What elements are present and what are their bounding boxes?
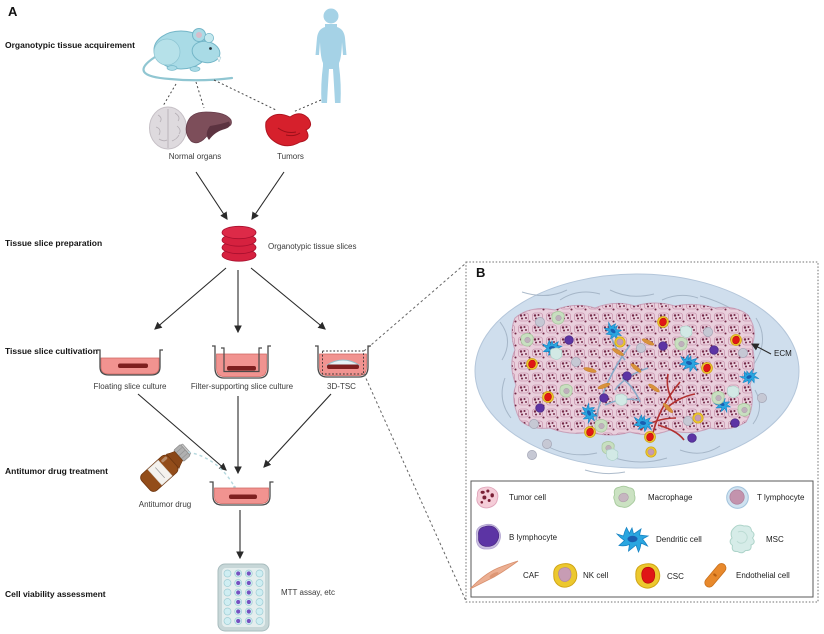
brain-icon: [149, 106, 187, 150]
callout-dotted-lines: [363, 262, 467, 602]
3d-tsc-label: 3D-TSC: [327, 382, 356, 391]
legend-label-dendritic-cell: Dendritic cell: [656, 534, 702, 544]
legend-label-nk-cell: NK cell: [583, 571, 609, 580]
liver-icon: [185, 111, 232, 144]
tumor-cell-icon: [476, 486, 499, 509]
legend-item-t-lymphocyte: T lymphocyte: [724, 484, 804, 511]
mouse-icon: [142, 28, 234, 82]
legend-item-endothelial-cell: Endothelial cell: [700, 560, 790, 591]
normal-organs-label: Normal organs: [168, 152, 222, 161]
legend-item-caf: CAF: [468, 560, 539, 591]
acquirement-dotted-lines: [162, 79, 322, 113]
tumor-icon: [265, 113, 312, 147]
caf-icon: [469, 560, 519, 590]
tsc-ellipse-illustration: [474, 273, 800, 475]
stage-label-preparation: Tissue slice preparation: [5, 238, 103, 248]
dendritic-cell-icon: [615, 526, 650, 554]
legend-label-msc: MSC: [766, 534, 784, 544]
antitumor-drug-vial-icon: [140, 443, 192, 492]
tissue-mass: [511, 302, 755, 436]
floating-slice-culture-dish: [97, 349, 163, 376]
panel-a-label: A: [8, 4, 18, 19]
b-lymphocyte-icon: [475, 523, 501, 550]
ecm-fibers: [499, 289, 763, 475]
msc-icon: [729, 524, 755, 554]
filter-supporting-slice-culture-label: Filter-supporting slice culture: [190, 382, 294, 391]
flow-arrows-to-slices: [195, 171, 285, 220]
nk-cell-icon: [553, 563, 578, 588]
tumors-label: Tumors: [277, 152, 304, 161]
legend-label-csc: CSC: [667, 571, 684, 581]
tissue-slices-icon: [221, 225, 257, 262]
legend-item-b-lymphocyte: B lymphocyte: [473, 521, 557, 553]
ecm-arrow: [750, 343, 772, 355]
legend-label-b-lymphocyte: B lymphocyte: [509, 532, 558, 542]
legend-item-nk-cell: NK cell: [551, 560, 608, 591]
stage-label-acquirement: Organotypic tissue acquirement: [5, 40, 135, 50]
stage-label-treatment: Antitumor drug treatment: [5, 466, 108, 476]
legend-label-caf: CAF: [523, 571, 539, 580]
legend-item-tumor-cell: Tumor cell: [474, 484, 546, 511]
legend-item-msc: MSC: [726, 522, 784, 556]
csc-icon: [635, 563, 661, 589]
legend-label-t-lymphocyte: T lymphocyte: [757, 493, 805, 502]
macrophage-icon: [613, 485, 636, 508]
filter-supporting-slice-culture-dish: [212, 345, 271, 379]
stage-label-cultivation: Tissue slice cultivation: [5, 346, 98, 356]
legend-item-csc: CSC: [633, 560, 684, 592]
treatment-dish: [209, 481, 274, 506]
well-plate-icon: [217, 563, 270, 632]
legend-item-macrophage: Macrophage: [610, 483, 692, 512]
flow-arrows-to-treatment: [137, 393, 332, 475]
mtt-assay-label: MTT assay, etc: [281, 588, 335, 597]
endothelial-cell-icon: [704, 563, 727, 588]
ecm-label: ECM: [774, 349, 792, 358]
human-icon: [315, 8, 347, 103]
legend-item-dendritic-cell: Dendritic cell: [614, 524, 702, 554]
legend-label-macrophage: Macrophage: [648, 493, 693, 502]
legend-label-tumor-cell: Tumor cell: [509, 493, 547, 502]
panel-b-label: B: [476, 265, 486, 280]
stage-label-assessment: Cell viability assessment: [5, 589, 106, 599]
3d-tsc-dish: [315, 345, 371, 378]
antitumor-drug-label: Antitumor drug: [138, 500, 192, 509]
floating-slice-culture-label: Floating slice culture: [93, 382, 167, 391]
flow-arrows-to-cultures: [154, 267, 326, 334]
t-lymphocyte-icon: [726, 486, 749, 509]
organotypic-tissue-slices-label: Organotypic tissue slices: [268, 242, 357, 251]
legend-label-endothelial-cell: Endothelial cell: [736, 571, 790, 580]
